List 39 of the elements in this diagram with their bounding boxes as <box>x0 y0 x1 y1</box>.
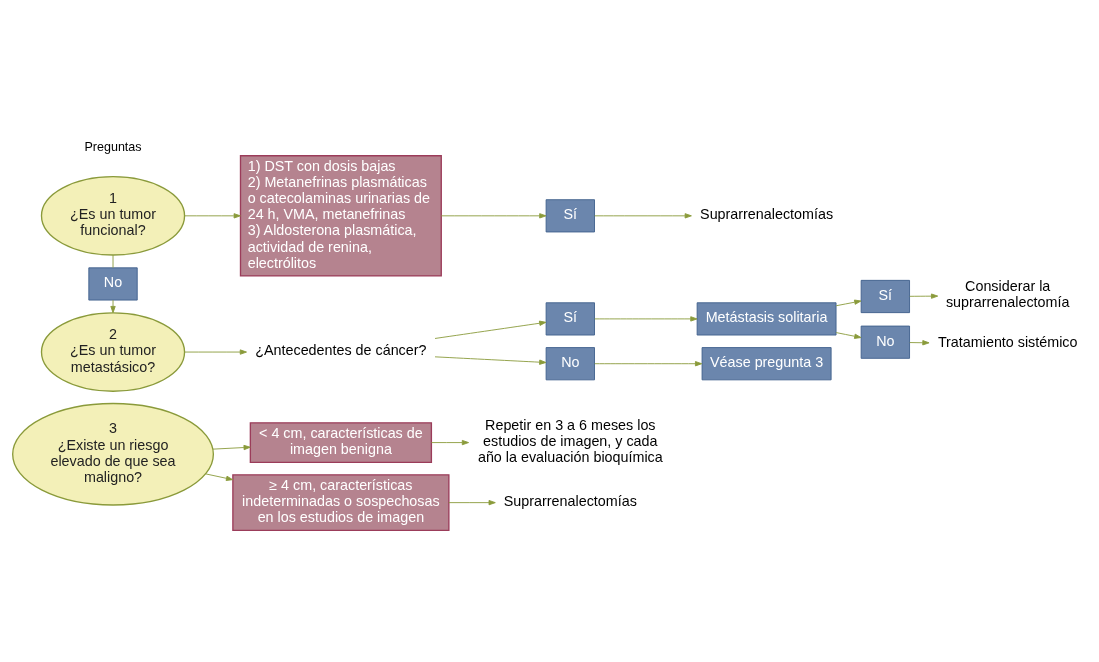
node-text: Considerar la suprarrenalectomía <box>945 277 1070 311</box>
node-box: No <box>860 325 910 359</box>
node-ellipse: 1 ¿Es un tumor funcional? <box>40 176 186 256</box>
node-text: Suprarrenalectomías <box>700 206 834 223</box>
arrow <box>835 299 862 307</box>
node-box: Véase pregunta 3 <box>701 347 832 381</box>
node-box: Metástasis solitaria <box>696 302 837 336</box>
node-ellipse: 2 ¿Es un tumor metastásico? <box>40 312 186 392</box>
arrow <box>594 316 698 322</box>
arrow <box>909 293 939 299</box>
node-box: Sí <box>860 279 910 314</box>
arrow <box>594 361 703 367</box>
node-box: No <box>88 267 138 301</box>
node-box: Sí <box>545 199 595 233</box>
connector <box>112 254 114 269</box>
node-box: Sí <box>545 302 595 336</box>
arrow <box>184 349 247 355</box>
node-text: ¿Antecedentes de cáncer? <box>255 342 427 359</box>
node-box: 1) DST con dosis bajas 2) Metanefrinas plasmáticas o catecolaminas urinarias de 24 h, VMA, metanefrinas 3) Aldosterona plasmática, actividad de renina, electrólitos <box>239 155 442 277</box>
arrow <box>184 213 241 219</box>
arrow <box>835 332 862 339</box>
arrow <box>434 320 547 339</box>
node-text: Tratamiento sistémico <box>937 334 1078 351</box>
node-box: ≥ 4 cm, características indeterminadas o sospechosas en los estudios de imagen <box>232 474 450 532</box>
arrow <box>440 213 547 219</box>
node-text: Suprarrenalectomías <box>503 493 637 510</box>
arrow <box>909 340 930 346</box>
label: Preguntas <box>84 140 142 155</box>
arrow <box>212 444 251 451</box>
node-box: No <box>545 347 595 381</box>
arrow <box>594 213 692 219</box>
node-box: < 4 cm, características de imagen benigna <box>249 422 433 463</box>
node-ellipse: 3 ¿Existe un riesgo elevado de que sea maligno? <box>12 402 215 506</box>
node-text: Repetir en 3 a 6 meses los estudios de imagen, y cada año la evaluación bioquímica <box>477 416 663 466</box>
arrow <box>430 439 469 446</box>
arrow <box>434 356 547 365</box>
arrow <box>448 500 496 506</box>
arrow <box>205 473 234 481</box>
arrow <box>110 299 116 314</box>
